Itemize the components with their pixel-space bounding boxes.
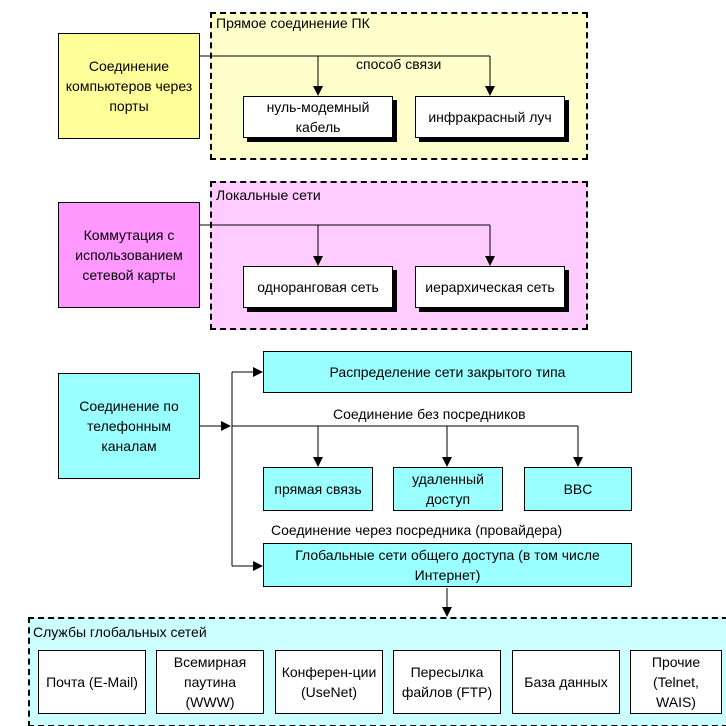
service-other: Прочие (Telnet, WAIS) xyxy=(630,650,722,714)
box-closed-network: Распределение сети закрытого типа xyxy=(263,351,632,393)
box-phone-channels: Соединение по телефонным каналам xyxy=(58,373,200,479)
service-email: Почта (E-Mail) xyxy=(38,650,146,714)
box-peer-network: одноранговая сеть xyxy=(243,266,393,308)
label-via-provider: Соединение через посредника (провайдера) xyxy=(271,522,563,538)
group-title-local-networks: Локальные сети xyxy=(216,187,321,203)
box-global-networks: Глобальные сети общего доступа (в том чи… xyxy=(263,543,632,587)
service-usenet: Конферен-ции (UseNet) xyxy=(275,650,383,714)
group-title-direct-pc: Прямое соединение ПК xyxy=(216,15,370,31)
group-title-global-services: Службы глобальных сетей xyxy=(33,624,207,640)
box-remote-access: удаленный доступ xyxy=(393,467,503,511)
label-link-method: способ связи xyxy=(356,56,442,72)
service-database: База данных xyxy=(512,650,620,714)
box-hierarchical-network: иерархическая сеть xyxy=(415,266,565,308)
box-bbs: BBC xyxy=(524,467,632,511)
label-no-intermediary: Соединение без посредников xyxy=(333,406,526,422)
box-infrared: инфракрасный луч xyxy=(415,96,565,138)
box-network-card-switch: Коммутация с использованием сетевой карт… xyxy=(58,202,200,308)
box-null-modem: нуль-модемный кабель xyxy=(243,96,393,138)
service-www: Всемирная паутина (WWW) xyxy=(156,650,264,714)
service-ftp: Пересылка файлов (FTP) xyxy=(393,650,501,714)
box-direct-link: прямая связь xyxy=(263,467,373,511)
box-ports-connection: Соединение компьютеров через порты xyxy=(58,33,200,139)
